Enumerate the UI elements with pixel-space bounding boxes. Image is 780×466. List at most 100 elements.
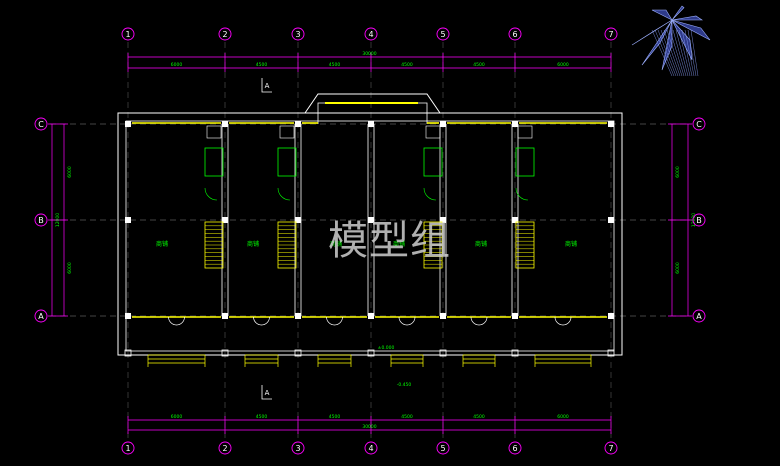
grid-bubble-circle	[508, 27, 522, 41]
room-label: 商铺	[475, 240, 487, 248]
grid-bubble-right: A	[692, 309, 706, 323]
door-swing	[398, 316, 416, 326]
compass-blade	[671, 5, 685, 21]
watermark-text: 模型组	[328, 218, 451, 264]
washroom	[515, 147, 535, 177]
sink	[206, 125, 222, 139]
grid-bubble-label: 2	[222, 30, 227, 39]
stairs	[204, 221, 535, 269]
grid-bubble-circle	[291, 27, 305, 41]
washroom-door	[277, 187, 291, 201]
room-label: 商铺	[156, 240, 168, 248]
washroom	[277, 147, 297, 177]
grid-bubble-circle	[121, 441, 135, 455]
section-mark-label: A	[265, 82, 270, 90]
entrance-bay	[304, 93, 441, 114]
compass-blade	[661, 19, 673, 71]
grid-bubble-label: A	[38, 312, 44, 321]
structural-column	[512, 313, 518, 319]
structural-column	[125, 313, 131, 319]
washroom	[204, 147, 224, 177]
dimension-text: 4500	[473, 414, 485, 420]
grid-bubble-circle	[692, 309, 706, 323]
grid-bubble-circle	[121, 27, 135, 41]
grid-bubble-label: 1	[125, 444, 130, 453]
canopy-column	[124, 349, 132, 357]
dimension-total-text: 30000	[362, 424, 376, 430]
room-label: 商铺	[330, 240, 342, 248]
dimension-text-side: 6000	[67, 262, 73, 274]
structural-column	[368, 313, 374, 319]
grid-bubble-label: C	[696, 120, 702, 129]
structural-column	[608, 217, 614, 223]
grid-bubble-circle	[364, 441, 378, 455]
grid-bubble-label: C	[38, 120, 44, 129]
compass-hatch	[687, 29, 697, 77]
door-swing	[470, 316, 488, 326]
canopy-column	[511, 349, 519, 357]
grid-bubble-circle	[291, 441, 305, 455]
grid-bubble-bottom: 6	[508, 441, 522, 455]
structural-column	[222, 217, 228, 223]
compass-hatch	[651, 29, 673, 77]
room-label: 商铺	[393, 240, 405, 248]
grid-bubble-circle	[508, 441, 522, 455]
grid-bubble-label: 5	[440, 30, 445, 39]
dimension-text: 6000	[171, 414, 183, 420]
structural-column	[368, 217, 374, 223]
compass-hatch	[681, 29, 693, 77]
structural-column	[125, 121, 131, 127]
grid-bubble-label: 1	[125, 30, 130, 39]
structural-column	[440, 313, 446, 319]
north-arrow-icon	[631, 5, 711, 77]
grid-bubble-circle	[34, 117, 48, 131]
compass-hatch	[654, 29, 675, 77]
structural-column	[295, 313, 301, 319]
dimension-text-side: 6000	[675, 166, 681, 178]
structural-column	[608, 313, 614, 319]
compass-blade	[671, 19, 693, 61]
structural-column	[440, 217, 446, 223]
grid-bubble-right: B	[692, 213, 706, 227]
compass-hatch	[669, 29, 685, 77]
grid-bubble-top: 3	[291, 27, 305, 41]
grid-bubble-circle	[692, 213, 706, 227]
sink	[517, 125, 533, 139]
grid-bubble-circle	[34, 213, 48, 227]
structural-column	[125, 217, 131, 223]
grid-bubble-label: 7	[608, 444, 613, 453]
grid-bubble-label: 3	[295, 30, 300, 39]
dimension-text: 6000	[557, 62, 569, 68]
grid-bubble-circle	[436, 441, 450, 455]
structural-column	[512, 217, 518, 223]
dimension-text-side: 6000	[675, 262, 681, 274]
grid-bubble-bottom: 4	[364, 441, 378, 455]
grid-bubble-label: 6	[512, 444, 517, 453]
grid-bubble-label: 4	[368, 444, 373, 453]
section-mark-label: A	[265, 389, 270, 397]
grid-bubble-circle	[436, 27, 450, 41]
grid-bubble-label: 3	[295, 444, 300, 453]
dimension-text: 4500	[256, 414, 268, 420]
grid-bubble-top: 6	[508, 27, 522, 41]
grid-bubble-top: 5	[436, 27, 450, 41]
structural-column	[295, 217, 301, 223]
grid-bubble-circle	[218, 27, 232, 41]
grid-bubble-bottom: 5	[436, 441, 450, 455]
grid-bubble-bottom: 1	[121, 441, 135, 455]
grid-bubble-left: B	[34, 213, 48, 227]
dimension-total-side: 12000	[691, 213, 697, 227]
grid-bubble-left: A	[34, 309, 48, 323]
section-mark	[261, 385, 272, 400]
grid-bubble-top: 2	[218, 27, 232, 41]
grid-bubble-label: 5	[440, 444, 445, 453]
grid-bubble-label: 6	[512, 30, 517, 39]
compass-hatch	[690, 29, 699, 77]
grid-bubble-label: 7	[608, 30, 613, 39]
grid-bubble-left: C	[34, 117, 48, 131]
door-swing	[168, 316, 185, 326]
room-label: 商铺	[565, 240, 577, 248]
dimension-text-side: 6000	[67, 166, 73, 178]
